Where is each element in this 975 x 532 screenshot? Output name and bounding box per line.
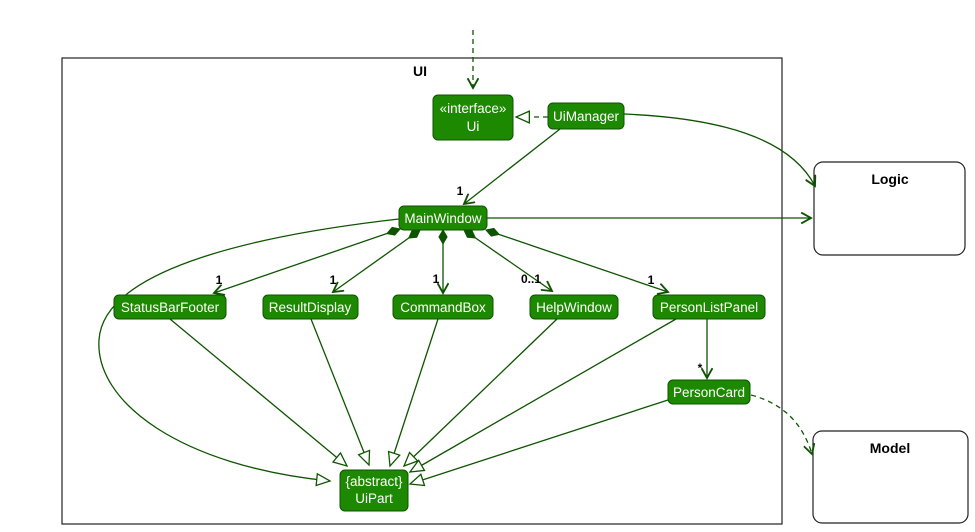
class-commandbox: CommandBox xyxy=(392,294,494,320)
class-stereotype: «interface» xyxy=(440,101,507,116)
class-name: ResultDisplay xyxy=(269,300,352,315)
class-personcard: PersonCard xyxy=(667,379,751,405)
edge-personlistpanel-extends-uipart xyxy=(408,318,677,473)
class-box xyxy=(652,294,766,320)
class-resultdisplay: ResultDisplay xyxy=(262,294,359,320)
ui-package-frame xyxy=(61,57,783,525)
edge-helpwindow-extends-uipart xyxy=(402,318,558,468)
edge-mainwindow-personlistpanel xyxy=(486,230,668,292)
multiplicity-label: * xyxy=(698,361,703,375)
class-box xyxy=(113,294,227,320)
class-box xyxy=(667,379,751,405)
multiplicity-label: 1 xyxy=(457,184,464,198)
class-box xyxy=(339,469,409,512)
multiplicity-label: 1 xyxy=(330,273,337,287)
class-personlistpanel: PersonListPanel xyxy=(652,294,766,320)
class-mainwindow: MainWindow xyxy=(398,205,488,231)
class-ui-interface: «interface» Ui xyxy=(432,94,514,141)
class-stereotype: {abstract} xyxy=(345,474,403,489)
multiplicity-label: 1 xyxy=(433,272,440,286)
edge-uimanager-to-logic xyxy=(623,113,815,186)
edge-mainwindow-statusbarfooter xyxy=(214,229,400,293)
edge-statusbarfooter-extends-uipart xyxy=(169,318,349,468)
edge-mainwindow-extends-uipart xyxy=(98,218,400,487)
class-uimanager: UiManager xyxy=(547,102,625,130)
class-name: CommandBox xyxy=(400,300,486,315)
class-name: UiManager xyxy=(553,109,620,124)
class-uipart-abstract: {abstract} UiPart xyxy=(339,469,409,512)
class-box xyxy=(398,205,488,231)
class-name: Ui xyxy=(467,119,480,134)
ui-package-title: UI xyxy=(413,63,427,79)
edge-mainwindow-resultdisplay xyxy=(333,230,420,292)
model-component-box xyxy=(812,430,969,524)
class-box xyxy=(432,94,514,141)
multiplicity-label: 0..1 xyxy=(521,272,541,286)
multiplicity-label: 1 xyxy=(216,273,223,287)
class-name: StatusBarFooter xyxy=(121,300,220,315)
class-box xyxy=(392,294,494,320)
model-component-title: Model xyxy=(870,440,910,456)
edge-resultdisplay-extends-uipart xyxy=(310,318,371,467)
class-box xyxy=(529,294,619,320)
class-name: PersonListPanel xyxy=(660,300,758,315)
edge-commandbox-extends-uipart xyxy=(387,318,439,468)
class-name: MainWindow xyxy=(404,211,482,226)
logic-component-title: Logic xyxy=(871,171,909,187)
class-statusbarfooter: StatusBarFooter xyxy=(113,294,227,320)
edge-uimanager-to-mainwindow xyxy=(464,128,561,204)
class-name: PersonCard xyxy=(673,385,745,400)
class-name: HelpWindow xyxy=(536,300,612,315)
multiplicity-label: 1 xyxy=(648,273,655,287)
class-box xyxy=(262,294,359,320)
class-box xyxy=(547,102,625,130)
class-helpwindow: HelpWindow xyxy=(529,294,619,320)
class-name: UiPart xyxy=(355,491,393,506)
edge-personcard-to-model-dependency xyxy=(750,394,812,454)
logic-component-box xyxy=(813,161,966,256)
edge-personcard-extends-uipart xyxy=(408,399,669,487)
